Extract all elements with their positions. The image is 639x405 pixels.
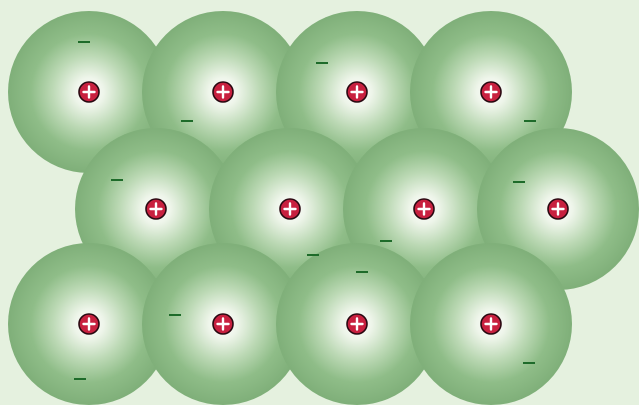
positive-ion — [146, 199, 166, 219]
positive-ion — [347, 314, 367, 334]
positive-ion — [548, 199, 568, 219]
positive-ion — [414, 199, 434, 219]
positive-ion — [347, 82, 367, 102]
positive-ion — [79, 314, 99, 334]
electron-sea — [8, 11, 639, 405]
positive-ion — [280, 199, 300, 219]
positive-ion — [481, 82, 501, 102]
positive-ion — [213, 314, 233, 334]
positive-ion — [213, 82, 233, 102]
positive-ion — [79, 82, 99, 102]
positive-ion — [481, 314, 501, 334]
